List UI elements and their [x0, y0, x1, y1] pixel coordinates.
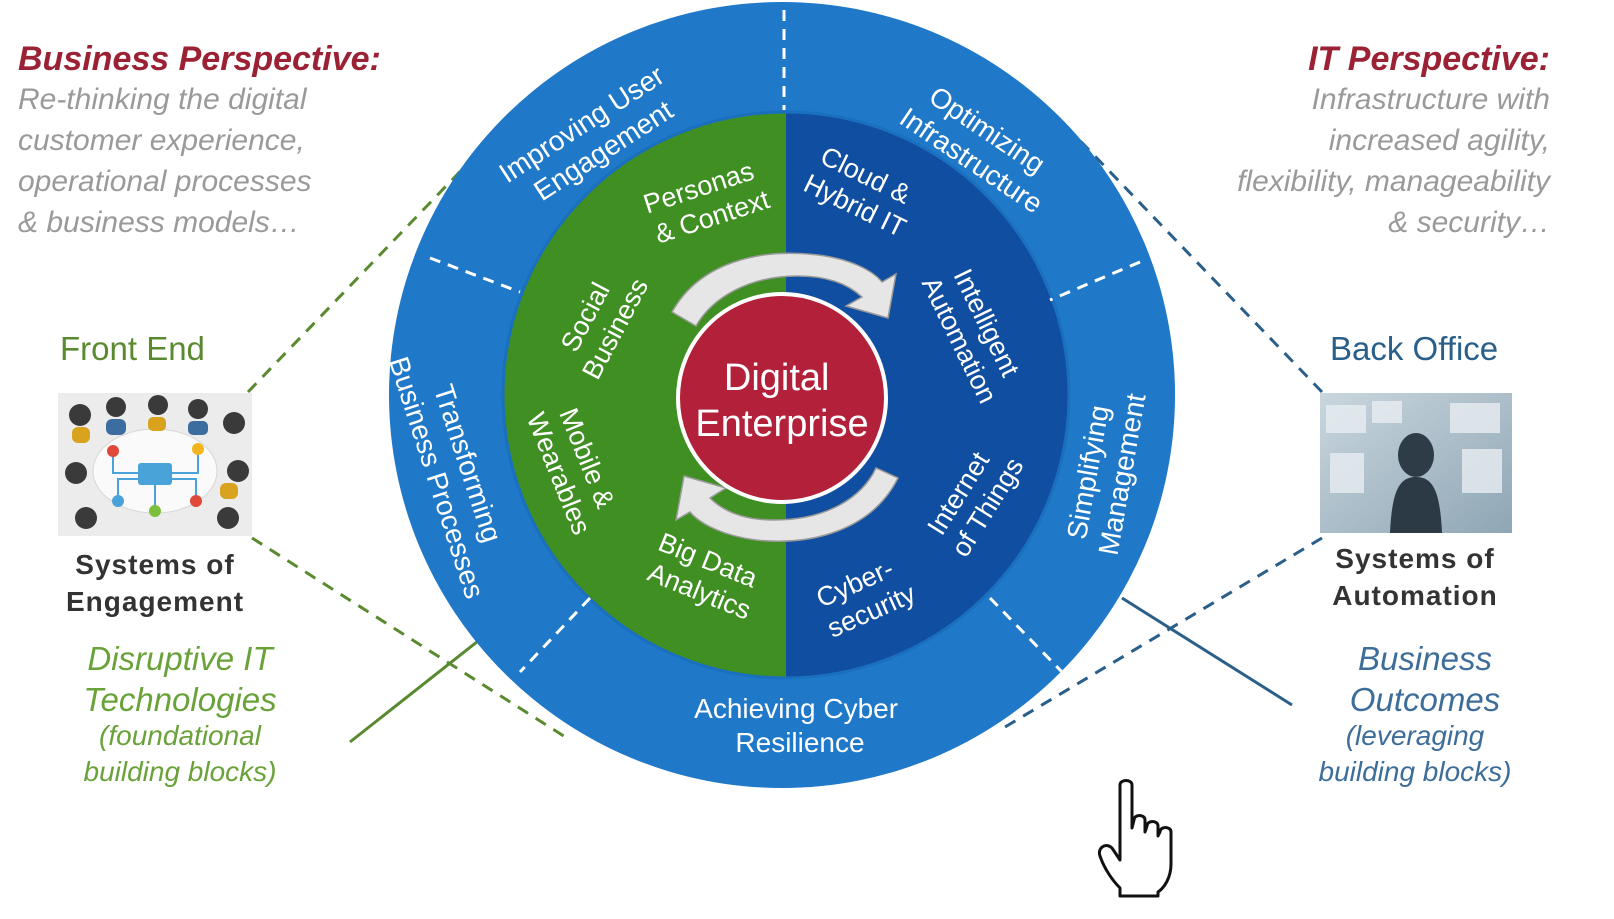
leveraging-line: building blocks): [1318, 756, 1512, 787]
outcomes-line: Outcomes: [1349, 681, 1501, 718]
disruptive-line: Technologies: [83, 681, 277, 718]
business-line: Re-thinking the digital: [18, 83, 307, 116]
ring-dividers: [429, 10, 1141, 674]
systems-of-engagement: Systems of Engagement: [50, 546, 260, 620]
it-line: Infrastructure with: [1311, 83, 1550, 116]
circular-arrow-top: [670, 252, 898, 328]
it-perspective-title: IT Perspective:: [1308, 40, 1550, 78]
it-line: increased agility,: [1328, 124, 1550, 157]
disruptive-line: Disruptive IT: [87, 640, 273, 677]
person-screens-image: [1320, 393, 1512, 533]
hand-cursor-icon: [1097, 779, 1173, 898]
systems-line: Systems of: [1335, 543, 1495, 574]
disruptive-it-label: Disruptive IT Technologies: [40, 638, 320, 720]
business-line: customer experience,: [18, 124, 305, 157]
digital-enterprise-circle: [676, 292, 888, 504]
systems-line: Automation: [1332, 580, 1498, 611]
it-line: flexibility, manageability: [1237, 165, 1550, 198]
outcomes-line: Business: [1358, 640, 1492, 677]
achieving-cyber-resilience: Achieving Cyber Resilience: [694, 693, 906, 758]
it-perspective-text: Infrastructure with increased agility, f…: [1140, 79, 1550, 243]
back-office-label: Back Office: [1330, 330, 1499, 367]
systems-of-automation: Systems of Automation: [1310, 540, 1520, 614]
foundational-line: building blocks): [83, 756, 277, 787]
circular-arrow-bottom: [674, 467, 900, 542]
foundational-line: (foundational: [99, 720, 261, 751]
inner-border: [501, 110, 1071, 680]
systems-line: Systems of: [75, 549, 235, 580]
systems-line: Engagement: [65, 586, 245, 617]
people-meeting-image: [58, 393, 252, 536]
front-end-label: Front End: [60, 330, 205, 367]
green-half: [503, 112, 786, 678]
leveraging-line: (leveraging: [1345, 720, 1485, 751]
business-outcomes-label: Business Outcomes: [1290, 638, 1560, 720]
it-perspective: IT Perspective: Infrastructure with incr…: [1140, 40, 1550, 243]
digital-enterprise-label: Digital Enterprise: [695, 357, 868, 445]
business-line: & business models…: [18, 206, 300, 239]
connector-line: [1121, 596, 1293, 707]
it-line: & security…: [1388, 206, 1550, 239]
business-perspective-text: Re-thinking the digital customer experie…: [18, 79, 438, 243]
business-perspective: Business Perspective: Re-thinking the di…: [18, 40, 438, 243]
dark-blue-half: [786, 112, 1069, 678]
foundational-label: (foundational building blocks): [40, 718, 320, 790]
leveraging-label: (leveraging building blocks): [1265, 718, 1565, 790]
business-perspective-title: Business Perspective:: [18, 40, 381, 78]
business-line: operational processes: [18, 165, 312, 198]
